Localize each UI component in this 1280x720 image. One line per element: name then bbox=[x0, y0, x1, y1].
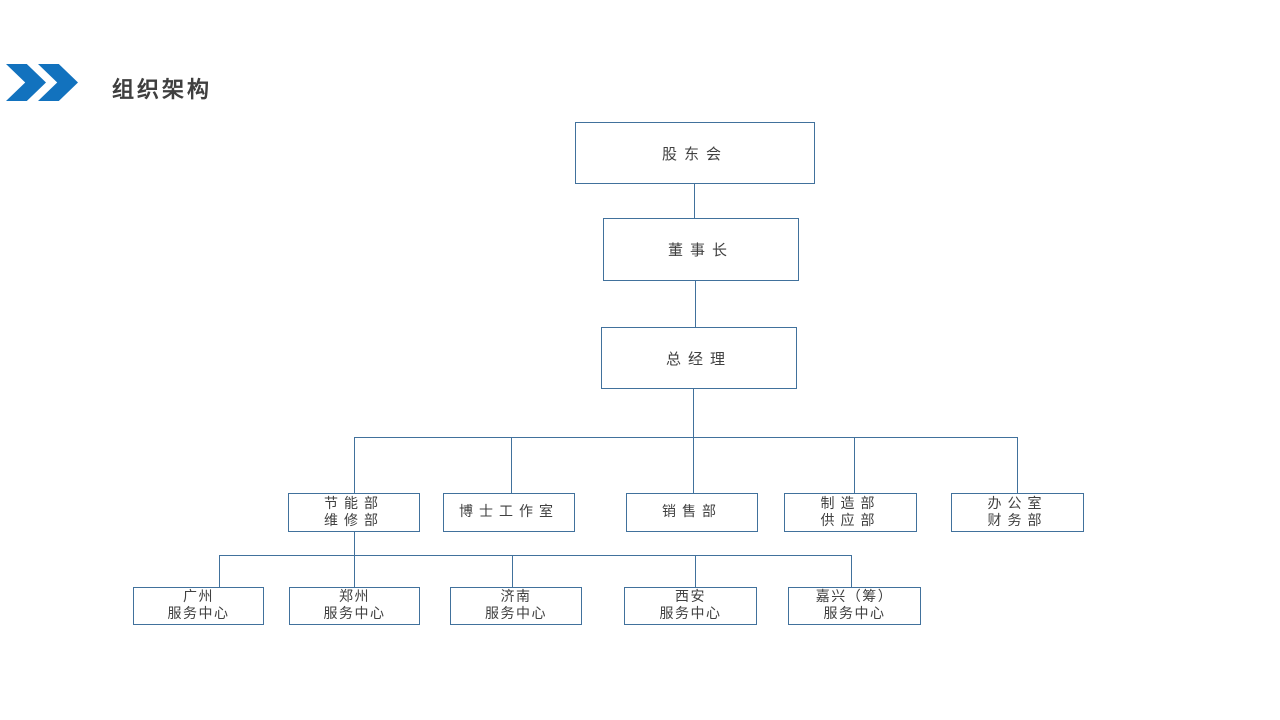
connector-line bbox=[354, 555, 355, 587]
connector-line bbox=[219, 555, 851, 556]
connector-line bbox=[1017, 437, 1018, 493]
org-node-general-manager: 总经理 bbox=[601, 327, 797, 389]
connector-line bbox=[354, 437, 1017, 438]
connector-line bbox=[695, 281, 696, 327]
connector-line bbox=[511, 437, 512, 493]
org-node-jinan-service-center: 济南 服务中心 bbox=[450, 587, 582, 625]
connector-line bbox=[354, 437, 355, 493]
connector-line bbox=[354, 532, 355, 555]
org-node-doctor-studio: 博士工作室 bbox=[443, 493, 575, 532]
org-node-jiaxing-service-center: 嘉兴（筹） 服务中心 bbox=[788, 587, 921, 625]
connector-line bbox=[854, 437, 855, 493]
connector-line bbox=[694, 184, 695, 218]
org-node-energy-maintenance: 节能部 维修部 bbox=[288, 493, 420, 532]
org-node-chairman: 董事长 bbox=[603, 218, 799, 281]
connector-line bbox=[219, 555, 220, 587]
connector-line bbox=[512, 555, 513, 587]
org-node-zhengzhou-service-center: 郑州 服务中心 bbox=[289, 587, 420, 625]
slide-title: 组织架构 bbox=[112, 78, 213, 103]
org-node-xian-service-center: 西安 服务中心 bbox=[624, 587, 757, 625]
connector-line bbox=[695, 555, 696, 587]
org-node-shareholders: 股东会 bbox=[575, 122, 815, 184]
connector-line bbox=[693, 437, 694, 493]
org-node-sales: 销售部 bbox=[626, 493, 758, 532]
chevron-right-icon bbox=[6, 64, 46, 101]
org-node-manufacturing-supply: 制造部 供应部 bbox=[784, 493, 917, 532]
org-node-office-finance: 办公室 财务部 bbox=[951, 493, 1084, 532]
org-node-guangzhou-service-center: 广州 服务中心 bbox=[133, 587, 264, 625]
connector-line bbox=[851, 555, 852, 587]
connector-line bbox=[693, 389, 694, 437]
